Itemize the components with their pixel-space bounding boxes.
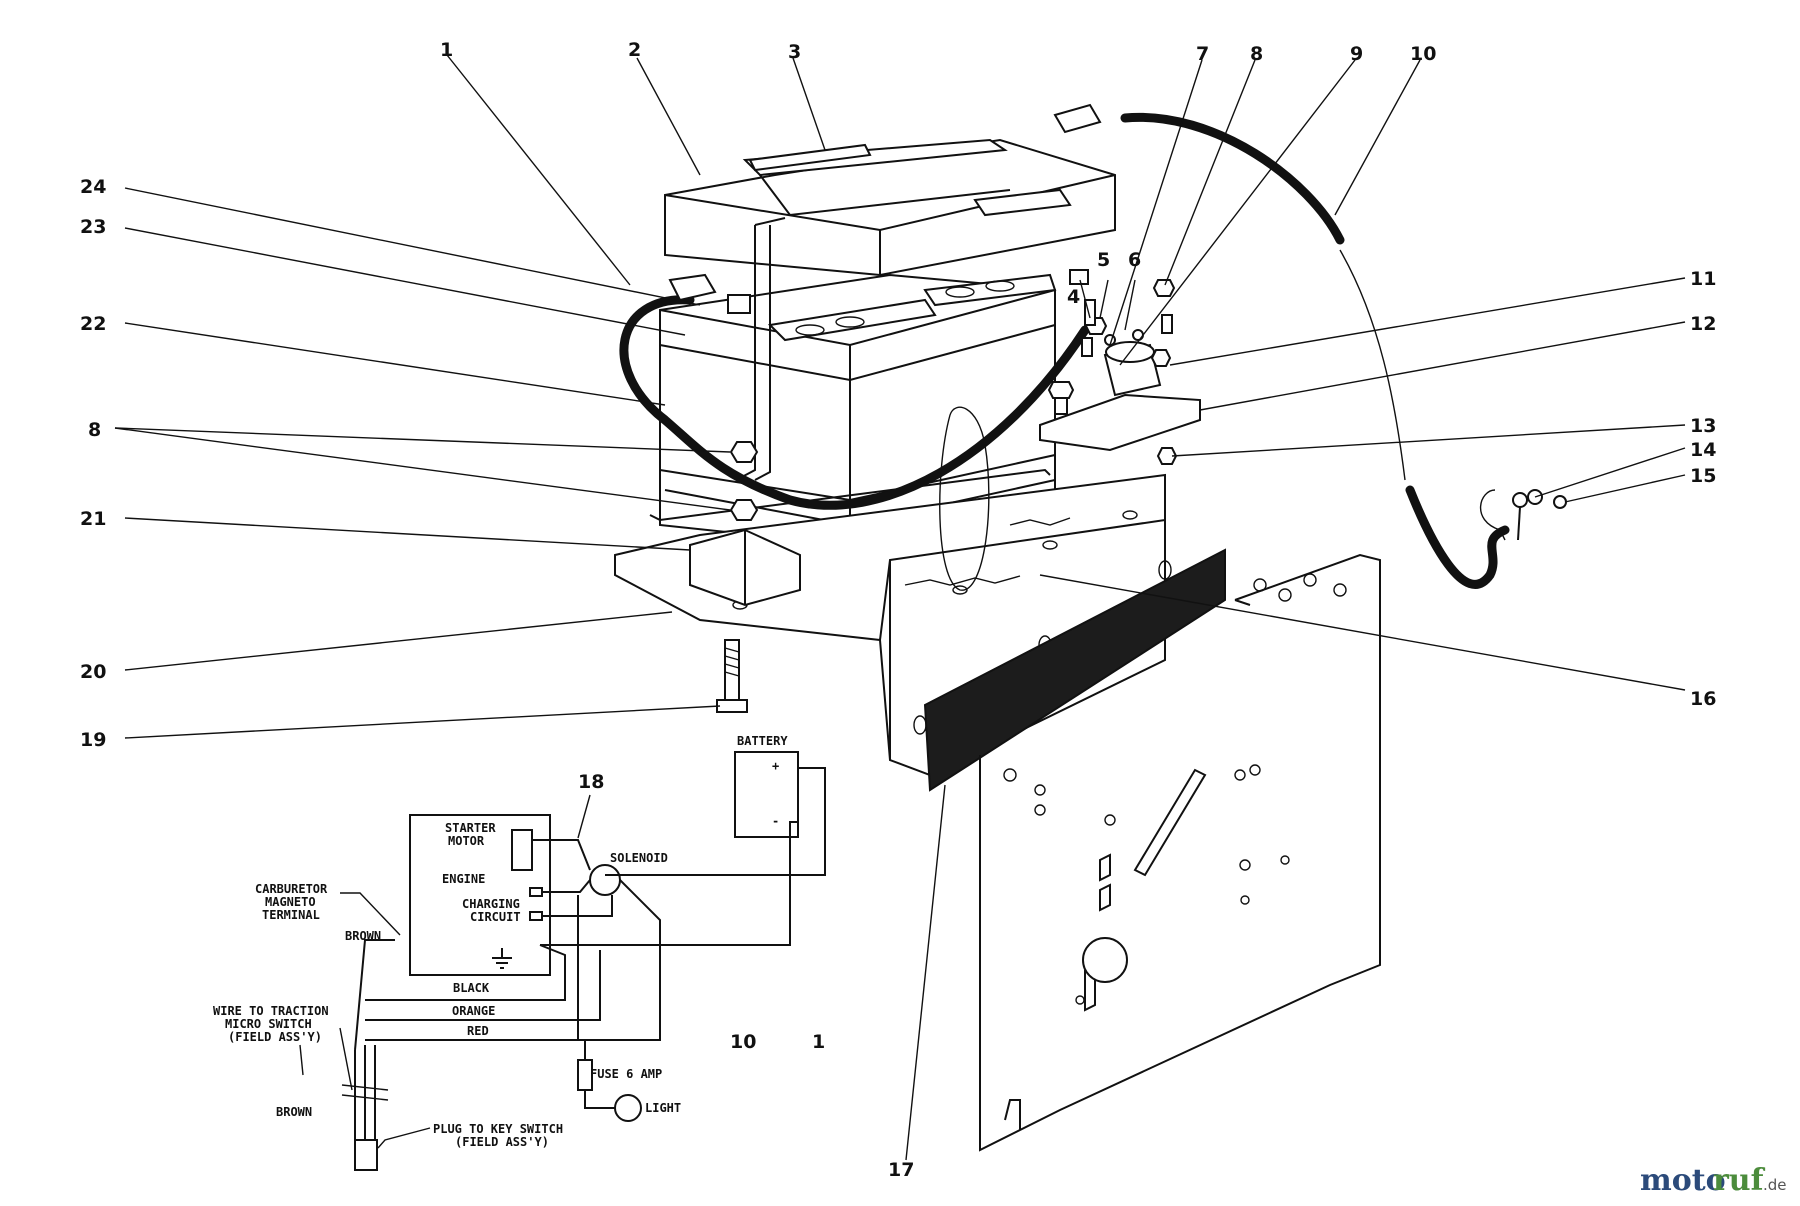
schematic-charging-1: CHARGING bbox=[462, 897, 520, 911]
schematic-plug-1: PLUG TO KEY SWITCH bbox=[433, 1122, 563, 1136]
callout-13: 13 bbox=[1690, 415, 1716, 437]
callout-6: 6 bbox=[1128, 249, 1141, 271]
schematic-plug-2: (FIELD ASS'Y) bbox=[455, 1135, 549, 1149]
callout-5: 5 bbox=[1097, 249, 1110, 271]
callout-22: 22 bbox=[80, 313, 106, 335]
watermark-part-1: moto bbox=[1640, 1163, 1726, 1198]
battery-cable-10 bbox=[1053, 103, 1510, 589]
callout-16: 16 bbox=[1690, 688, 1716, 710]
schematic-carb-2: MAGNETO bbox=[265, 895, 316, 909]
schematic-brown-bottom: BROWN bbox=[276, 1105, 312, 1119]
carriage-bolt bbox=[716, 639, 748, 713]
schematic-engine-box bbox=[409, 814, 551, 976]
callout-1-schematic: 1 bbox=[812, 1031, 825, 1053]
schematic-starter-1: STARTER bbox=[445, 821, 496, 835]
schematic-carb-3: TERMINAL bbox=[262, 908, 320, 922]
schematic-wire-traction-1: WIRE TO TRACTION bbox=[213, 1004, 329, 1018]
callout-21: 21 bbox=[80, 508, 106, 530]
callout-19: 19 bbox=[80, 729, 106, 751]
schematic-orange: ORANGE bbox=[452, 1004, 495, 1018]
schematic-engine: ENGINE bbox=[442, 872, 485, 886]
callout-10-schematic: 10 bbox=[730, 1031, 756, 1053]
schematic-fuse-label: FUSE 6 AMP bbox=[590, 1067, 662, 1081]
callout-18: 18 bbox=[578, 771, 604, 793]
schematic-battery-label: BATTERY bbox=[737, 734, 788, 748]
callout-9: 9 bbox=[1350, 43, 1363, 65]
callout-24: 24 bbox=[80, 176, 106, 198]
schematic-carb-1: CARBURETOR bbox=[255, 882, 328, 896]
battery-cover bbox=[664, 138, 1116, 277]
callout-7: 7 bbox=[1196, 43, 1209, 65]
schematic-plug bbox=[354, 1139, 378, 1171]
mounting-panel bbox=[979, 553, 1381, 1152]
watermark-part-2: ruf bbox=[1713, 1163, 1766, 1198]
schematic-wire-traction-2: MICRO SWITCH bbox=[225, 1017, 312, 1031]
hold-down-strap bbox=[739, 217, 786, 481]
callout-15: 15 bbox=[1690, 465, 1716, 487]
callout-12: 12 bbox=[1690, 313, 1716, 335]
callout-1: 1 bbox=[440, 39, 453, 61]
callout-11: 11 bbox=[1690, 268, 1716, 290]
callout-20: 20 bbox=[80, 661, 106, 683]
schematic-wire-traction-3: (FIELD ASS'Y) bbox=[228, 1030, 322, 1044]
callout-17: 17 bbox=[888, 1159, 914, 1181]
schematic-plus: + bbox=[772, 759, 779, 773]
callout-8-left: 8 bbox=[88, 419, 101, 441]
insulator-strip bbox=[923, 548, 1226, 792]
wire-loop bbox=[939, 406, 990, 591]
schematic-charging-2: CIRCUIT bbox=[470, 910, 521, 924]
schematic-solenoid-label: SOLENOID bbox=[610, 851, 668, 865]
callout-10: 10 bbox=[1410, 43, 1436, 65]
schematic-light-label: LIGHT bbox=[645, 1101, 681, 1115]
callout-3: 3 bbox=[788, 41, 801, 63]
leader-lines bbox=[114, 54, 1686, 1161]
schematic-starter-2: MOTOR bbox=[448, 834, 485, 848]
watermark-part-3: .de bbox=[1763, 1176, 1787, 1194]
callout-23: 23 bbox=[80, 216, 106, 238]
battery-cable-1 bbox=[619, 273, 1090, 510]
nuts bbox=[729, 441, 759, 521]
callout-4: 4 bbox=[1067, 286, 1080, 308]
schematic-battery-box bbox=[734, 751, 799, 838]
schematic-solenoid bbox=[589, 864, 621, 896]
schematic-minus: - bbox=[772, 814, 779, 828]
schematic-light bbox=[614, 1094, 642, 1122]
wiring-schematic: BATTERY + - STARTER MOTOR ENGINE CHARGIN… bbox=[213, 734, 826, 1171]
callout-14: 14 bbox=[1690, 439, 1716, 461]
solenoid-assembly bbox=[1039, 279, 1201, 465]
callout-numbers: 1 2 3 4 5 6 7 8 9 10 11 12 13 14 15 16 1… bbox=[80, 39, 1716, 1181]
callout-2: 2 bbox=[628, 39, 641, 61]
schematic-brown-top: BROWN bbox=[345, 929, 381, 943]
callout-8: 8 bbox=[1250, 43, 1263, 65]
schematic-red: RED bbox=[467, 1024, 489, 1038]
schematic-black: BLACK bbox=[453, 981, 490, 995]
watermark-logo: moto ruf .de bbox=[1640, 1163, 1787, 1198]
